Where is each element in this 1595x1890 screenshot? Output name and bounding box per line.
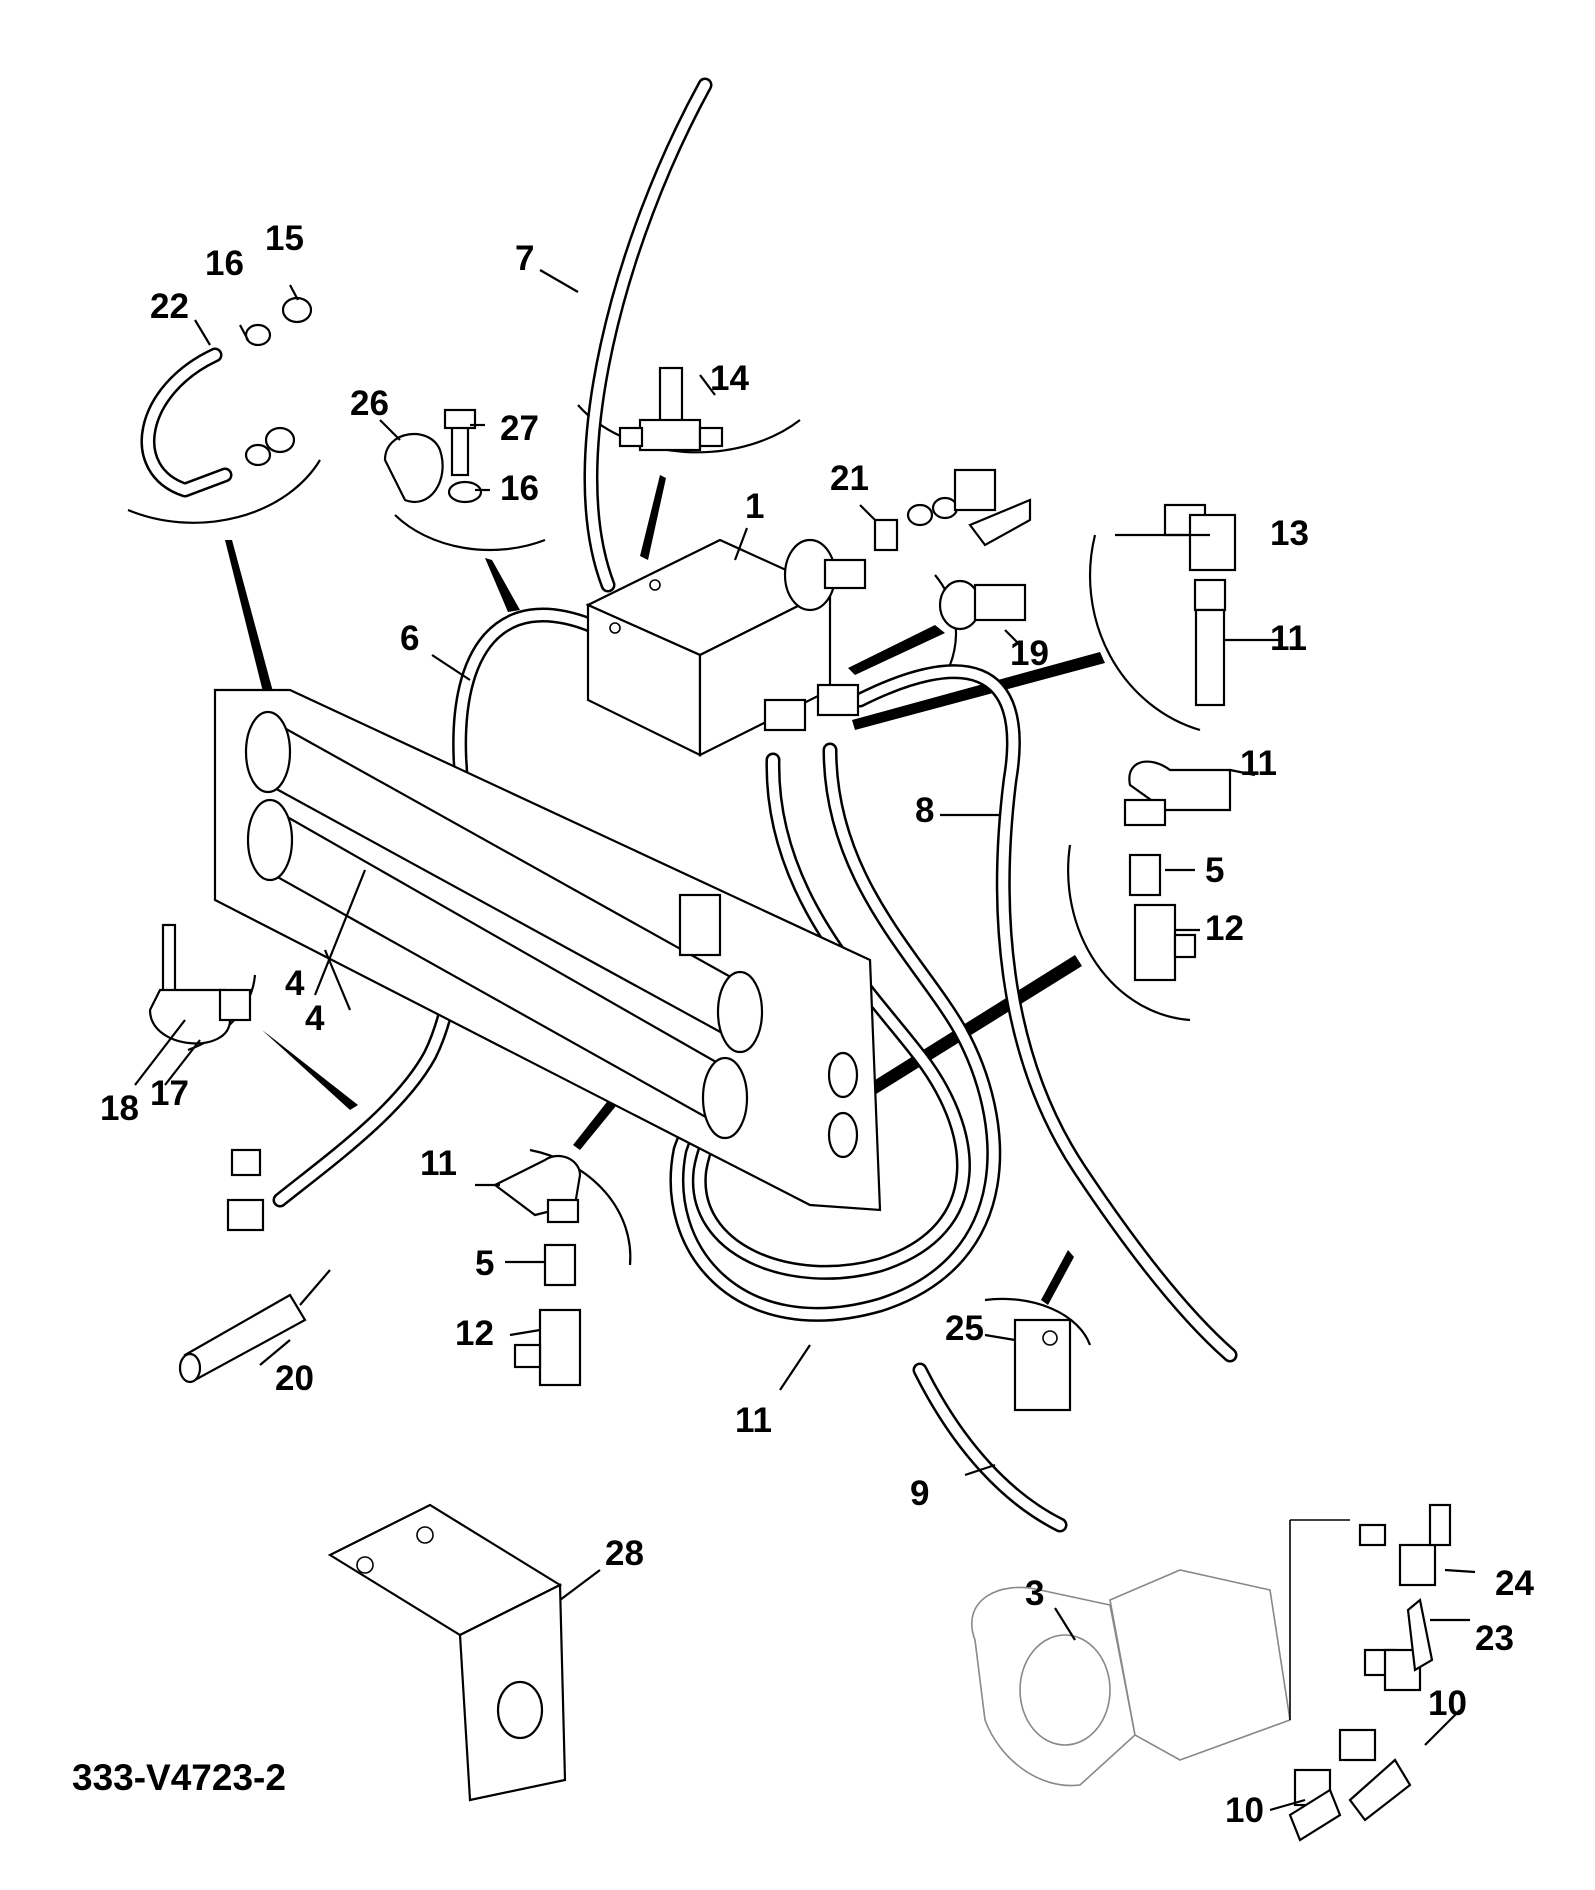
filter-assembly (213, 688, 882, 1212)
callout-17: 17 (150, 1074, 189, 1113)
callout-labels: 1 3 4 4 5 5 6 7 8 9 10 10 11 11 11 11 12… (72, 219, 1534, 1830)
callout-19: 19 (1010, 634, 1049, 673)
callout-5b: 5 (475, 1244, 494, 1283)
callout-23: 23 (1475, 1619, 1514, 1658)
leader-lines (134, 269, 1476, 1812)
callout-4a: 4 (285, 964, 305, 1003)
callout-11c: 11 (420, 1144, 457, 1183)
callout-25: 25 (945, 1309, 984, 1348)
callout-3: 3 (1025, 1574, 1044, 1613)
callout-16a: 16 (205, 244, 244, 283)
small-parts (140, 296, 1452, 1842)
callout-22: 22 (150, 287, 189, 326)
callout-6: 6 (400, 619, 419, 658)
callout-9: 9 (910, 1474, 929, 1513)
valve-block (585, 538, 867, 757)
callout-26: 26 (350, 384, 389, 423)
drawing-code: 333-V4723-2 (72, 1757, 286, 1798)
callout-5a: 5 (1205, 851, 1224, 890)
callout-20: 20 (275, 1359, 314, 1398)
callout-14: 14 (710, 359, 749, 398)
callout-16b: 16 (500, 469, 539, 508)
callout-10a: 10 (1428, 1684, 1467, 1723)
callout-12b: 12 (455, 1314, 494, 1353)
hoses (272, 77, 1238, 1533)
callout-1: 1 (745, 487, 764, 526)
callout-11b: 11 (1240, 744, 1277, 783)
callout-24: 24 (1495, 1564, 1534, 1603)
callout-4b: 4 (305, 999, 325, 1038)
callout-21: 21 (830, 459, 869, 498)
callout-13: 13 (1270, 514, 1309, 553)
callout-28: 28 (605, 1534, 644, 1573)
callout-15: 15 (265, 219, 304, 258)
callout-18: 18 (100, 1089, 139, 1128)
callout-12a: 12 (1205, 909, 1244, 948)
callout-27: 27 (500, 409, 539, 448)
callout-7: 7 (515, 239, 534, 278)
callout-8: 8 (915, 791, 934, 830)
callout-10b: 10 (1225, 1791, 1264, 1830)
callout-11d: 11 (735, 1401, 772, 1440)
callout-11a: 11 (1270, 619, 1307, 658)
